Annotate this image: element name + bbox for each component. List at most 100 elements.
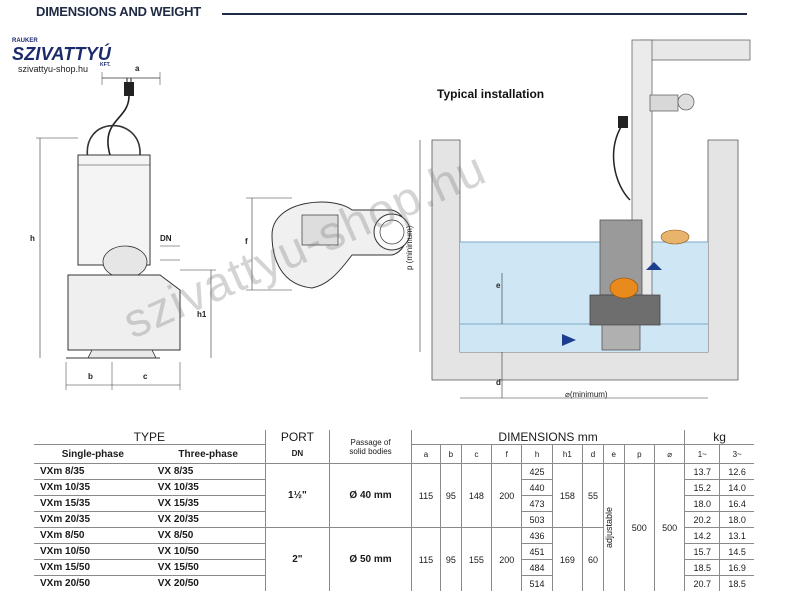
cell-three: VX 10/35 [151, 479, 266, 496]
installation-title: Typical installation [437, 87, 545, 101]
dim-label-c: c [143, 372, 148, 381]
cell-p: 500 [623, 463, 655, 591]
cell-w3: 18.5 [719, 575, 754, 591]
installation-drawing [419, 39, 751, 399]
th-passage: Passage of solid bodies [329, 430, 412, 464]
cell-b: 95 [439, 463, 462, 528]
dim-label-diameter: ⌀(minimum) [565, 390, 608, 399]
th-col-h: h [521, 444, 553, 464]
cell-passage: Ø 40 mm [329, 463, 412, 528]
th-col-f: f [491, 444, 522, 464]
header-rule [222, 13, 747, 15]
dim-label-h: h [30, 234, 35, 243]
cell-single: VXm 8/35 [40, 466, 85, 477]
th-dimensions: DIMENSIONS mm [410, 430, 685, 445]
cell-w3: 14.5 [719, 543, 754, 560]
cell-h: 484 [521, 559, 553, 576]
cell-d: 55 [582, 463, 604, 528]
th-dn: DN [264, 444, 330, 464]
logo-brand-small: RAUKER [12, 38, 38, 44]
cell-w3: 18.0 [719, 511, 754, 528]
th-passage-line1: Passage of [350, 437, 391, 447]
th-kg: kg [684, 430, 754, 445]
cell-w1: 18.5 [684, 559, 720, 576]
cell-h: 451 [521, 543, 553, 560]
th-col-a: a [410, 444, 441, 464]
cell-f: 200 [491, 527, 522, 591]
page-title: DIMENSIONS AND WEIGHT [36, 4, 202, 19]
cell-h: 503 [521, 511, 553, 528]
cell-w3: 16.4 [719, 495, 754, 512]
cell-w1: 20.7 [684, 575, 720, 591]
cell-single: VXm 15/50 [34, 559, 152, 576]
th-single-phase: Single-phase [34, 444, 152, 464]
cell-three: VX 8/35 [157, 466, 194, 477]
th-col-b: b [439, 444, 462, 464]
table-row: VXm 20/50 VX 20/50 514 20.7 18.5 [34, 575, 754, 591]
cell-h: 425 [521, 463, 553, 480]
table-row: VXm 10/35 VX 10/35 440 15.2 14.0 [34, 479, 754, 496]
logo-brand-kft: KFT. [100, 62, 111, 68]
table-row: VXm 8/35 VX 8/35 1½" Ø 40 mm 115 95 148 … [34, 463, 754, 591]
cell-three: VX 20/50 [151, 575, 266, 591]
pump-top-view-drawing [246, 197, 411, 291]
cell-h: 440 [521, 479, 553, 496]
cell-w1: 18.0 [684, 495, 720, 512]
cell-single: VXm 15/35 [34, 495, 152, 512]
th-three-phase: Three-phase [151, 444, 266, 464]
cell-single: VXm 20/35 [34, 511, 152, 528]
dim-label-b: b [88, 372, 93, 381]
cell-w1: 15.2 [684, 479, 720, 496]
logo: RAUKER SZIVATTYÚ KFT. szivattyu-shop.hu [8, 38, 133, 98]
dim-label-f: f [245, 237, 248, 246]
cell-a: 115 [410, 527, 441, 591]
th-col-h1: h1 [551, 444, 583, 464]
cell-h1: 158 [551, 463, 583, 528]
cell-single: VXm 10/35 [34, 479, 152, 496]
dim-label-d: d [496, 378, 501, 387]
cell-h: 514 [521, 575, 553, 591]
cell-w1: 15.7 [684, 543, 720, 560]
th-col-c: c [460, 444, 492, 464]
th-passage-line2: solid bodies [349, 446, 392, 456]
th-col-3phase: 3~ [719, 444, 754, 464]
dim-label-h1: h1 [197, 310, 207, 319]
cell-three: VX 8/50 [151, 527, 266, 544]
table-row: VXm 10/50 VX 10/50 451 15.7 14.5 [34, 543, 754, 560]
cell-single: VXm 10/50 [34, 543, 152, 560]
th-col-p: p [623, 444, 655, 464]
cell-e: adjustable [602, 463, 625, 591]
cell-h1: 169 [551, 527, 583, 591]
logo-brand: SZIVATTYÚ [12, 44, 112, 64]
cell-b: 95 [439, 527, 462, 591]
header: DIMENSIONS AND WEIGHT [0, 0, 789, 30]
logo-site: szivattyu-shop.hu [18, 64, 89, 74]
cell-three: VX 20/35 [151, 511, 266, 528]
th-type: TYPE [34, 430, 266, 445]
cell-single: VXm 20/50 [34, 575, 152, 591]
cell-c: 148 [460, 463, 492, 528]
cell-w1: 14.2 [684, 527, 720, 544]
dim-label-e: e [496, 281, 501, 290]
cell-w3: 16.9 [719, 559, 754, 576]
cell-e-text: adjustable [603, 506, 614, 549]
th-col-diameter: ⌀ [653, 444, 685, 464]
th-col-e: e [602, 444, 625, 464]
cell-w1: 13.7 [684, 463, 720, 480]
table-row: VXm 20/35 VX 20/35 503 20.2 18.0 [34, 511, 754, 528]
dim-label-dn: DN [160, 234, 172, 243]
cell-port: 1½" [264, 463, 330, 528]
cell-w3: 13.1 [719, 527, 754, 544]
cell-a: 115 [410, 463, 441, 528]
th-port: PORT [264, 430, 330, 445]
cell-port: 2" [264, 527, 330, 591]
cell-w1: 20.2 [684, 511, 720, 528]
cell-f: 200 [491, 463, 522, 528]
cell-three: VX 15/50 [151, 559, 266, 576]
cell-w3: 14.0 [719, 479, 754, 496]
cell-single: VXm 8/50 [34, 527, 152, 544]
table-row: VXm 8/50 VX 8/50 2" Ø 50 mm 115 95 155 2… [34, 527, 754, 591]
cell-passage: Ø 50 mm [329, 527, 412, 591]
cell-three: VX 10/50 [151, 543, 266, 560]
th-col-1phase: 1~ [684, 444, 720, 464]
